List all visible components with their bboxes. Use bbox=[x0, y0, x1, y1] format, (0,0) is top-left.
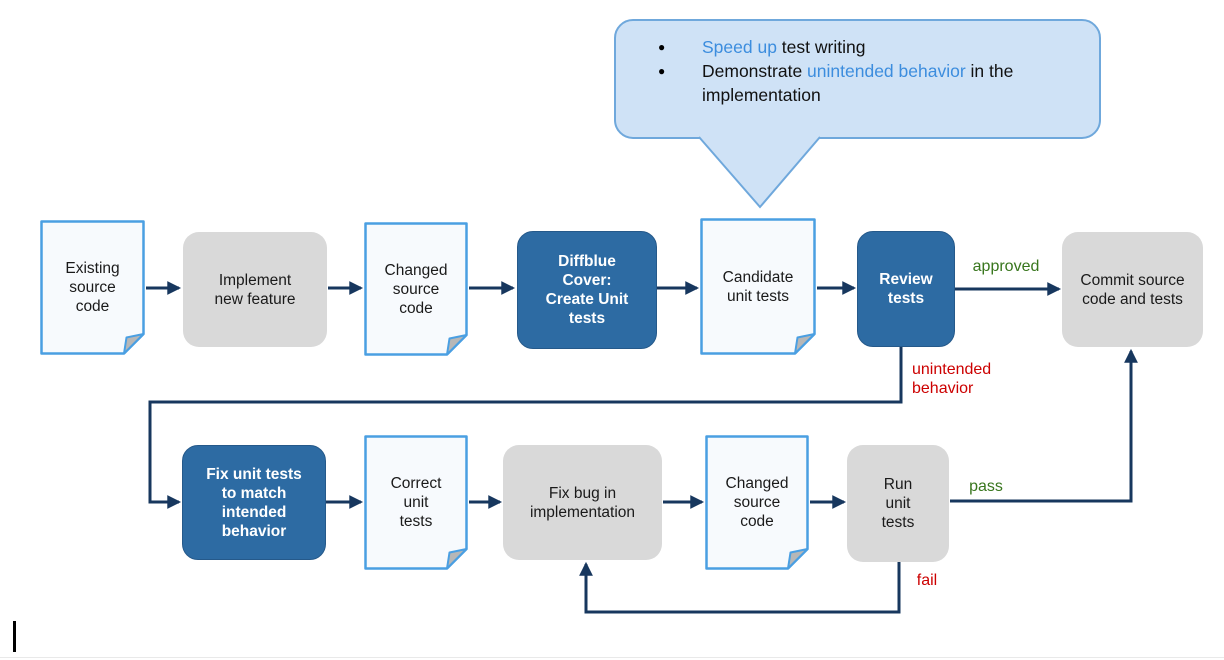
callout-tail-outline bbox=[698, 136, 821, 209]
node-fix-bug-in-implementation: Fix bug in implementation bbox=[503, 445, 662, 560]
node-implement-new-feature: Implement new feature bbox=[183, 232, 327, 347]
node-changed-source-code-2: Changed source code bbox=[705, 435, 809, 570]
callout-bullet-2-text: Demonstrate unintended behavior in the i… bbox=[702, 59, 1032, 107]
node-correct-unit-tests: Correct unit tests bbox=[364, 435, 468, 570]
callout-plain: Demonstrate bbox=[702, 61, 808, 81]
document-icon bbox=[364, 222, 468, 356]
node-label: Run unit tests bbox=[881, 476, 915, 531]
document-icon bbox=[364, 435, 468, 570]
node-label: Candidate unit tests bbox=[722, 268, 794, 305]
node-label: Diffblue Cover: Create Unit tests bbox=[545, 253, 629, 327]
node-run-unit-tests: Run unit tests bbox=[847, 445, 949, 562]
document-icon bbox=[40, 220, 145, 355]
node-label: Commit source code and tests bbox=[1080, 271, 1185, 308]
node-existing-source-code: Existing source code bbox=[40, 220, 145, 355]
document-icon bbox=[705, 435, 809, 570]
node-label: Review tests bbox=[879, 271, 933, 307]
document-icon bbox=[700, 218, 816, 355]
node-diffblue-cover-create-unit-tests: Diffblue Cover: Create Unit tests bbox=[517, 231, 657, 349]
bullet-dot-icon: ● bbox=[658, 40, 666, 54]
node-label: Fix bug in implementation bbox=[529, 484, 636, 521]
callout-bullets: ● Speed up test writing ● Demonstrate un… bbox=[652, 35, 1072, 107]
node-label: Changed source code bbox=[384, 261, 448, 317]
edge-label-pass: pass bbox=[969, 478, 1003, 495]
callout-bullet-1-text: Speed up test writing bbox=[702, 35, 865, 59]
bullet-dot-icon: ● bbox=[658, 64, 666, 78]
node-review-tests: Review tests bbox=[857, 231, 955, 347]
edge-label-unintended-behavior: unintended behavior bbox=[912, 361, 992, 397]
callout-bullet-2: ● Demonstrate unintended behavior in the… bbox=[652, 59, 1072, 107]
node-fix-unit-tests: Fix unit tests to match intended behavio… bbox=[182, 445, 326, 560]
node-label: Changed source code bbox=[725, 475, 789, 530]
edge-label-approved: approved bbox=[972, 258, 1040, 275]
node-changed-source-code-1: Changed source code bbox=[364, 222, 468, 356]
node-candidate-unit-tests: Candidate unit tests bbox=[700, 218, 816, 355]
bottom-hairline bbox=[0, 657, 1224, 658]
callout-emphasis: Speed up bbox=[702, 37, 777, 57]
node-commit-source-code-and-tests: Commit source code and tests bbox=[1062, 232, 1203, 347]
node-label: Fix unit tests to match intended behavio… bbox=[206, 465, 302, 540]
node-label: Existing source code bbox=[65, 260, 120, 315]
callout-bullet-1: ● Speed up test writing bbox=[652, 35, 1072, 59]
node-label: Correct unit tests bbox=[390, 475, 442, 530]
callout-emphasis: unintended behavior bbox=[807, 61, 966, 81]
callout-plain: test writing bbox=[776, 37, 866, 57]
text-cursor bbox=[13, 621, 16, 652]
node-label: Implement new feature bbox=[214, 271, 296, 308]
callout-tail-fill bbox=[699, 136, 820, 207]
edge-label-fail: fail bbox=[916, 572, 938, 589]
